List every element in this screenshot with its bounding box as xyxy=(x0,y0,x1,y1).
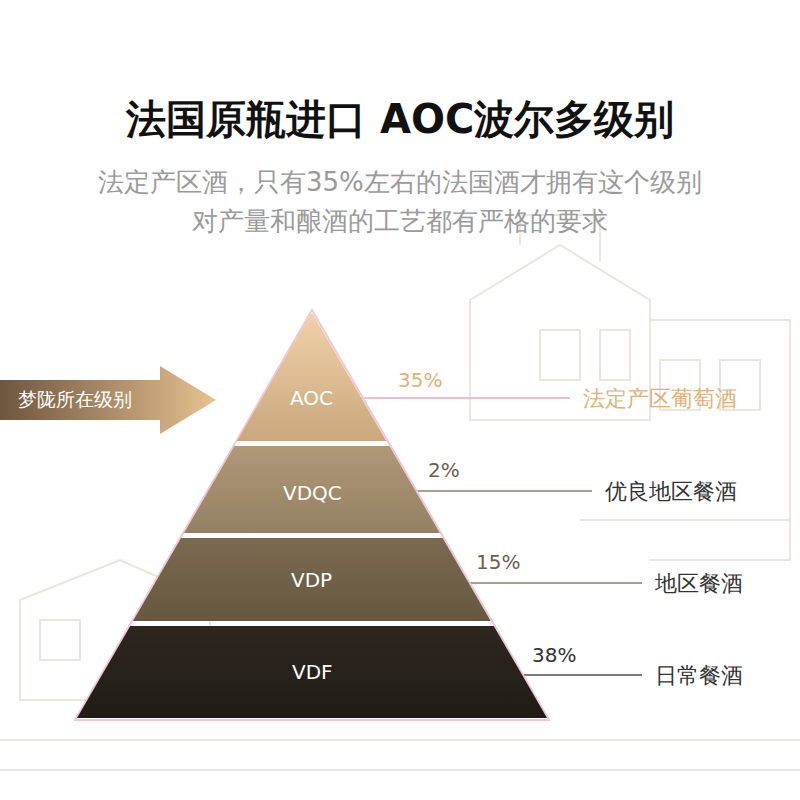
pyramid-band: VDP xyxy=(133,538,491,621)
level-name: 法定产区葡萄酒 xyxy=(583,386,737,412)
title: 法国原瓶进口 AOC波尔多级别 xyxy=(126,92,674,147)
level-code: VDF xyxy=(292,660,333,684)
leader-line xyxy=(520,674,642,675)
pyramid-band: AOC xyxy=(237,314,386,441)
pyramid-band: VDQC xyxy=(184,446,440,533)
percentage: 35% xyxy=(398,368,442,392)
leader-line xyxy=(410,490,592,491)
level-code: AOC xyxy=(290,386,333,410)
pyramid-outline xyxy=(75,310,549,720)
level-name: 日常餐酒 xyxy=(655,663,743,689)
band-shape xyxy=(133,538,491,621)
level-name: 优良地区餐酒 xyxy=(605,479,737,505)
percentage: 15% xyxy=(476,550,520,574)
arrow-label: 梦陇所在级别 xyxy=(18,387,132,413)
arrow-shape xyxy=(0,366,216,434)
leader-line xyxy=(360,397,570,398)
leader-line xyxy=(464,582,642,583)
level-code: VDP xyxy=(291,568,332,592)
level-code: VDQC xyxy=(283,481,342,505)
building-sketch xyxy=(0,215,800,770)
level-name: 地区餐酒 xyxy=(655,571,743,597)
band-shape xyxy=(77,626,547,718)
pyramid-band: VDF xyxy=(77,626,547,718)
subtitle: 对产量和酿酒的工艺都有严格的要求 xyxy=(192,206,608,237)
percentage: 2% xyxy=(428,458,460,482)
percentage: 38% xyxy=(532,643,576,667)
shape xyxy=(237,314,386,441)
band-shape xyxy=(184,446,440,533)
pointer-arrow: 梦陇所在级别 xyxy=(0,366,216,434)
subtitle: 法定产区酒，只有35%左右的法国酒才拥有这个级别 xyxy=(98,167,702,198)
band-shape xyxy=(237,314,386,441)
